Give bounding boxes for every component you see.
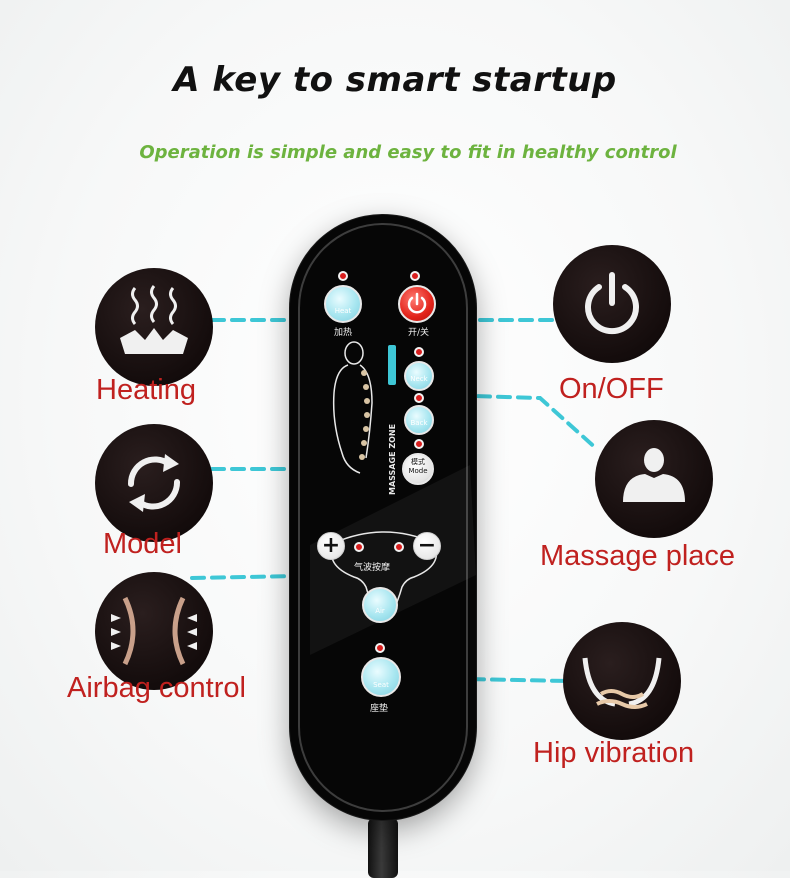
massage-place-circle [595,420,713,538]
air-indicator-dot-left [354,542,364,552]
air-plus-button[interactable]: + [317,532,345,560]
remote-border [298,223,468,812]
heat-indicator-dot [338,271,348,281]
on-off-label: On/OFF [559,373,664,405]
seat-indicator-dot [375,643,385,653]
mode-indicator-dot [414,439,424,449]
heat-button[interactable]: Heat [324,285,362,323]
power-icon [585,272,639,335]
airbag-control-label: Airbag control [67,672,246,704]
remote-cable [368,818,398,878]
hip-icon [582,657,662,709]
model-label: Model [103,528,182,560]
cycle-arrows-icon [127,454,181,512]
air-indicator-dot-right [394,542,404,552]
massage-zone-label: MASSAGE ZONE [388,423,397,495]
mode-button[interactable]: 模式 Mode [402,453,434,485]
power-button[interactable] [398,285,436,323]
shoulders-icon [623,448,685,502]
mode-button-text: 模式 Mode [408,458,428,475]
page-title: A key to smart startup [173,60,617,100]
seat-button-text: Seat [373,681,389,689]
heat-caption: 加热 [334,328,353,338]
neck-button-text: Neck [410,375,428,383]
hip-vibration-circle [563,622,681,740]
airbag-circle [95,572,213,690]
heating-circle [95,268,213,386]
back-button[interactable]: Back [404,405,434,435]
heat-button-text: Heat [334,307,352,315]
neck-button[interactable]: Neck [404,361,434,391]
air-caption: 气波按摩 [354,563,391,573]
on-off-circle [553,245,671,363]
heating-icon [120,285,188,354]
air-minus-button[interactable]: − [413,532,441,560]
power-caption: 开/关 [408,328,430,338]
back-indicator-dot [414,393,424,403]
page-subtitle: Operation is simple and easy to fit in h… [139,142,677,163]
massage-place-label: Massage place [540,540,736,572]
back-button-text: Back [410,419,428,427]
neck-indicator-dot [414,347,424,357]
seat-button[interactable]: Seat [361,657,401,697]
power-indicator-dot [410,271,420,281]
air-button[interactable]: Air [362,587,398,623]
power-button-icon [407,292,427,314]
remote-control: Heat 加热 开/关 MASSAGE ZONE Neck Back 模式 Mo… [290,215,476,820]
model-circle [95,424,213,542]
body-silhouette-icon [332,341,373,474]
seat-caption: 座垫 [370,704,389,714]
airbag-icon [111,596,197,666]
massage-zone-bar [388,345,396,385]
heating-label: Heating [96,374,196,406]
air-button-text: Air [375,607,385,615]
hip-vibration-label: Hip vibration [533,737,695,769]
